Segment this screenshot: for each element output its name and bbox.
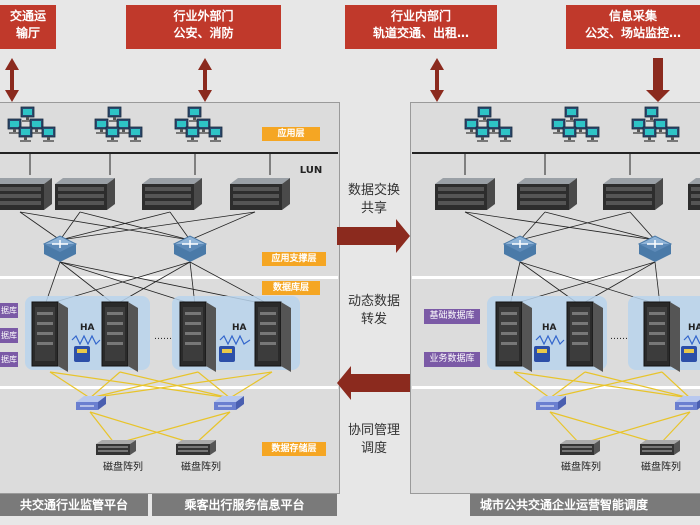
storage-controller-icon xyxy=(74,346,697,362)
top-box-transport-dept: 交通运 输厅 xyxy=(0,5,56,49)
double-arrow-icon xyxy=(5,58,444,102)
ha-label: HA xyxy=(688,323,700,333)
business-database-label: 业务数据库 xyxy=(424,352,480,367)
basic-database-label: 基础数据库 xyxy=(424,309,480,324)
top-box-line2: 公交、场站监控… xyxy=(584,26,681,40)
top-box-external-depts: 行业外部门 公安、消防 xyxy=(126,5,281,49)
left-layer-divider xyxy=(0,386,338,389)
lun-label: LUN xyxy=(299,165,323,176)
support-layer-label: 应用支撑层 xyxy=(262,252,326,266)
dynamic-forward-text: 动态数据 转发 xyxy=(347,294,400,327)
top-box-line1: 信息采集 xyxy=(608,9,657,23)
db-label-left: 据库 xyxy=(0,352,18,367)
ha-label: HA xyxy=(80,323,95,333)
db-label-left: 据库 xyxy=(0,303,18,318)
right-layer-divider xyxy=(412,386,700,389)
top-box-line1: 行业内部门 xyxy=(390,9,451,23)
disk-array-label: 磁盘阵列 xyxy=(641,462,681,473)
top-box-line2: 公安、消防 xyxy=(173,26,234,40)
ha-label: HA xyxy=(542,323,557,333)
bottom-bar-passenger-platform: 乘客出行服务信息平台 xyxy=(152,494,337,516)
data-exchange-text: 数据交换 共享 xyxy=(347,183,400,216)
left-layer-divider xyxy=(0,276,338,279)
disk-array-label: 磁盘阵列 xyxy=(181,462,221,473)
bottom-bar-dispatch-platform: 城市公共交通企业运营智能调度 xyxy=(470,494,700,516)
storage-layer-label: 数据存储层 xyxy=(262,442,326,456)
database-layer-label: 数据库层 xyxy=(262,281,320,295)
top-box-line2: 输厅 xyxy=(15,26,40,40)
coordination-text: 协同管理 调度 xyxy=(347,423,400,456)
right-layer-divider xyxy=(412,152,700,154)
ha-label: HA xyxy=(232,323,247,333)
top-box-internal-depts: 行业内部门 轨道交通、出租… xyxy=(345,5,497,49)
top-box-info-collection: 信息采集 公交、场站监控… xyxy=(566,5,700,49)
left-layer-divider xyxy=(0,152,338,154)
top-box-line1: 交通运 xyxy=(9,9,46,23)
down-arrow-icon xyxy=(646,58,670,102)
top-box-line2: 轨道交通、出租… xyxy=(372,26,469,40)
top-box-line1: 行业外部门 xyxy=(173,9,234,23)
db-label-left: 据库 xyxy=(0,328,18,343)
right-arrow-icon xyxy=(337,219,410,253)
disk-array-label: 磁盘阵列 xyxy=(561,462,601,473)
ellipsis: …… xyxy=(154,332,172,342)
left-arrow-icon xyxy=(337,366,410,400)
right-layer-divider xyxy=(412,276,700,279)
disk-array-label: 磁盘阵列 xyxy=(103,462,143,473)
app-layer-label: 应用层 xyxy=(262,127,320,141)
ellipsis: …… xyxy=(610,332,628,342)
bottom-bar-regulatory-platform: 共交通行业监管平台 xyxy=(0,494,148,516)
